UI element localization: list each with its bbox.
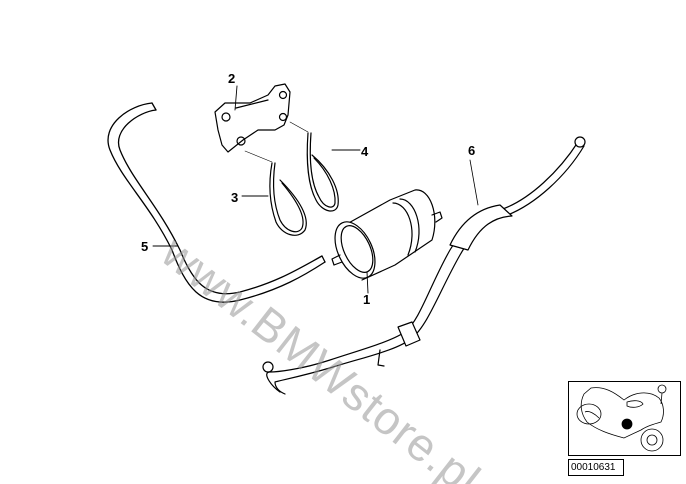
bracket-part-2 — [214, 83, 291, 153]
leader-lines — [152, 85, 369, 294]
clamp-part-4 — [289, 121, 339, 212]
callout-6: 6 — [468, 143, 476, 158]
callout-4: 4 — [361, 144, 369, 159]
pipe-part-6 — [262, 136, 586, 395]
location-inset — [568, 381, 681, 456]
fuel-filter-part-1 — [331, 189, 443, 281]
motorcycle-icon — [576, 384, 667, 452]
diagram-id-label: 00010631 — [568, 459, 624, 476]
clamp-part-3 — [244, 150, 307, 236]
callout-2: 2 — [228, 71, 236, 86]
callout-1: 1 — [363, 292, 371, 307]
callout-3: 3 — [231, 190, 239, 205]
callout-5: 5 — [141, 239, 149, 254]
location-marker — [621, 418, 633, 430]
hose-part-5 — [107, 102, 326, 303]
